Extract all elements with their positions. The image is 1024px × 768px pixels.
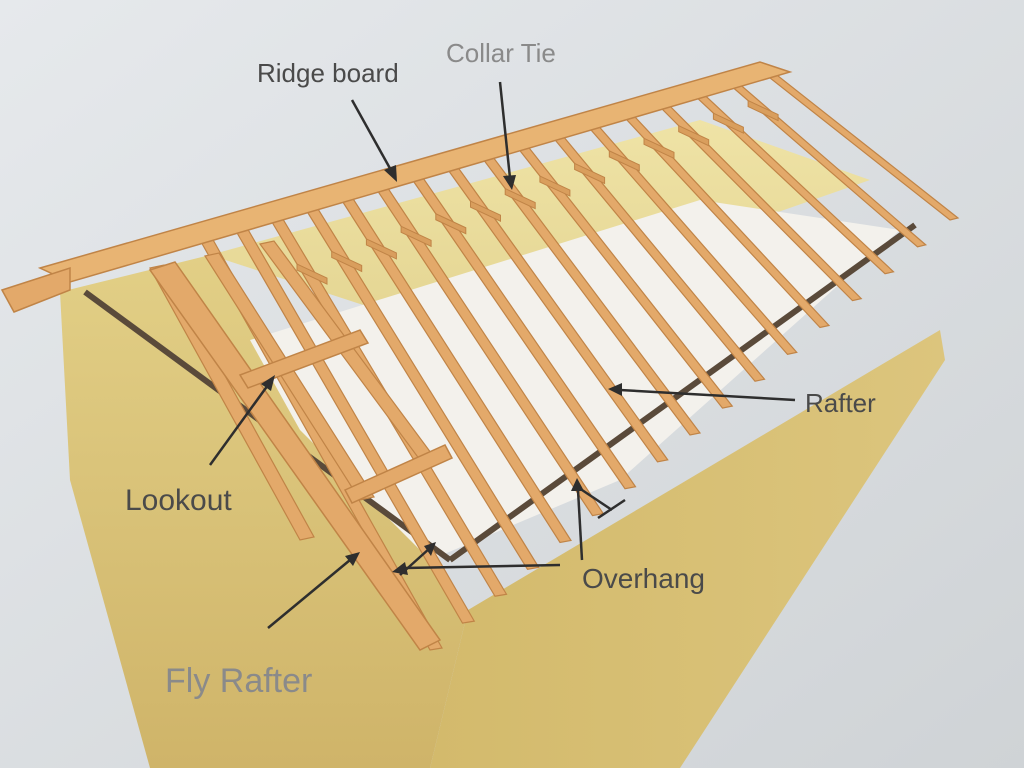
lookout-upper xyxy=(238,329,370,389)
fly-rafter xyxy=(148,261,442,651)
collar-tie xyxy=(574,162,606,185)
lookout-label: Lookout xyxy=(125,484,232,517)
collar-tie xyxy=(747,99,779,122)
collar-tie xyxy=(643,137,675,160)
collar-tie xyxy=(678,124,710,147)
overhang-arrows xyxy=(392,478,626,576)
rafters-group xyxy=(149,67,960,651)
collar-tie xyxy=(504,187,536,210)
overhang-label: Overhang xyxy=(582,563,705,594)
collar-tie xyxy=(539,175,571,197)
gable-rafter xyxy=(149,264,315,541)
collar-tie-label: Collar Tie xyxy=(446,38,556,68)
lookout-lower xyxy=(343,444,454,504)
fly-rafter-top xyxy=(0,266,71,313)
rafter-label: Rafter xyxy=(805,388,876,418)
ridge-board-label: Ridge board xyxy=(257,58,399,88)
collar-tie xyxy=(331,250,363,273)
collar-tie xyxy=(435,212,467,235)
gable-rafter xyxy=(204,252,375,501)
lookout-arrow xyxy=(208,375,275,466)
collar-tie xyxy=(470,200,501,222)
collar-tie xyxy=(712,112,744,134)
collar-tie-arrow xyxy=(498,81,516,190)
collar-tie xyxy=(608,150,640,172)
collar-tie xyxy=(296,263,328,285)
side-wall xyxy=(430,330,945,768)
fly-rafter-label: Fly Rafter xyxy=(165,662,312,700)
fly-rafter-arrow xyxy=(267,552,360,629)
collar-tie xyxy=(400,225,432,248)
gable-end-wall xyxy=(60,255,468,768)
rafter-arrow xyxy=(608,383,796,402)
ridge-board-arrow xyxy=(350,99,397,182)
collar-tie xyxy=(365,238,397,260)
